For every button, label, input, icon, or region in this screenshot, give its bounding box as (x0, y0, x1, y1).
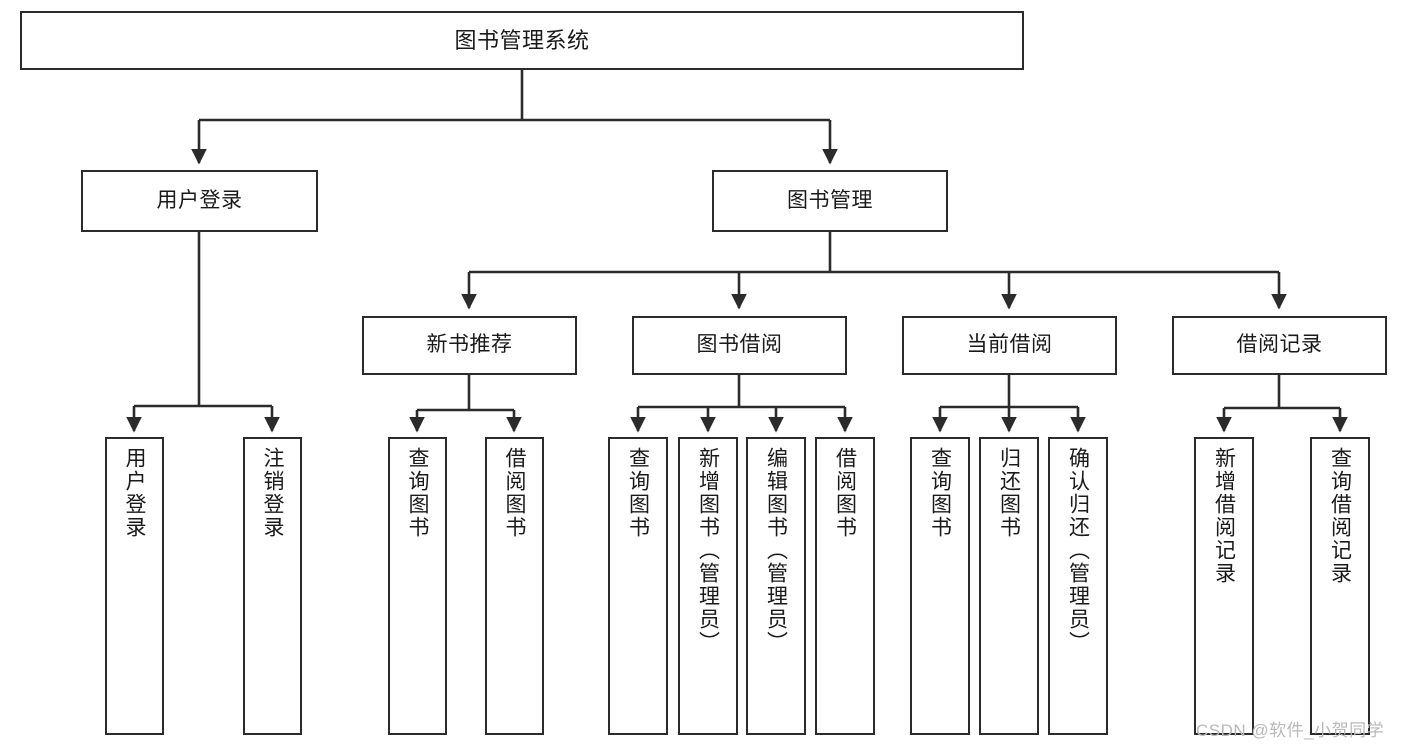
node-leaf-query-book-3[interactable]: 查询图书 (910, 437, 970, 735)
node-leaf-add-book[interactable]: 新增图书（管理员） (678, 437, 738, 735)
node-label: 查询图书 (626, 447, 650, 539)
node-user-login[interactable]: 用户登录 (81, 170, 318, 232)
node-label: 新增图书（管理员） (696, 447, 720, 654)
node-label: 用户登录 (123, 447, 146, 539)
csdn-watermark: CSDN @软件_小贺同学 (1196, 721, 1385, 740)
node-label: 查询图书 (928, 447, 952, 539)
node-label: 新增借阅记录 (1212, 447, 1236, 585)
node-label: 查询图书 (406, 447, 429, 539)
node-leaf-confirm-return[interactable]: 确认归还（管理员） (1048, 437, 1108, 735)
node-root-book-management-system[interactable]: 图书管理系统 (20, 11, 1024, 70)
node-label: 注销登录 (261, 447, 284, 539)
node-label: 用户登录 (156, 188, 243, 212)
node-book-borrow[interactable]: 图书借阅 (632, 316, 847, 375)
node-label: 新书推荐 (426, 333, 513, 357)
node-book-manage[interactable]: 图书管理 (712, 170, 948, 232)
node-borrow-record[interactable]: 借阅记录 (1172, 316, 1387, 375)
node-leaf-edit-book[interactable]: 编辑图书（管理员） (746, 437, 806, 735)
node-leaf-return-book[interactable]: 归还图书 (979, 437, 1039, 735)
node-leaf-query-book-2[interactable]: 查询图书 (608, 437, 668, 735)
node-new-book-rec[interactable]: 新书推荐 (362, 316, 577, 375)
node-leaf-query-book-1[interactable]: 查询图书 (388, 437, 447, 735)
node-label: 归还图书 (997, 447, 1021, 539)
node-current-borrow[interactable]: 当前借阅 (902, 316, 1117, 375)
node-leaf-user-logout[interactable]: 注销登录 (243, 437, 302, 735)
node-label: 确认归还（管理员） (1066, 447, 1090, 654)
node-leaf-borrow-book-2[interactable]: 借阅图书 (815, 437, 875, 735)
node-label: 查询借阅记录 (1328, 447, 1352, 585)
node-label: 编辑图书（管理员） (764, 447, 788, 654)
node-leaf-query-record[interactable]: 查询借阅记录 (1310, 437, 1370, 735)
node-label: 借阅图书 (833, 447, 857, 539)
node-leaf-borrow-book-1[interactable]: 借阅图书 (485, 437, 544, 735)
node-leaf-add-record[interactable]: 新增借阅记录 (1194, 437, 1254, 735)
node-label: 借阅图书 (503, 447, 526, 539)
node-label: 图书管理 (787, 188, 873, 212)
node-label: 图书借阅 (696, 333, 783, 357)
node-leaf-user-login[interactable]: 用户登录 (105, 437, 164, 735)
node-label: 图书管理系统 (454, 27, 590, 53)
node-label: 借阅记录 (1236, 333, 1323, 357)
node-label: 当前借阅 (966, 333, 1053, 357)
